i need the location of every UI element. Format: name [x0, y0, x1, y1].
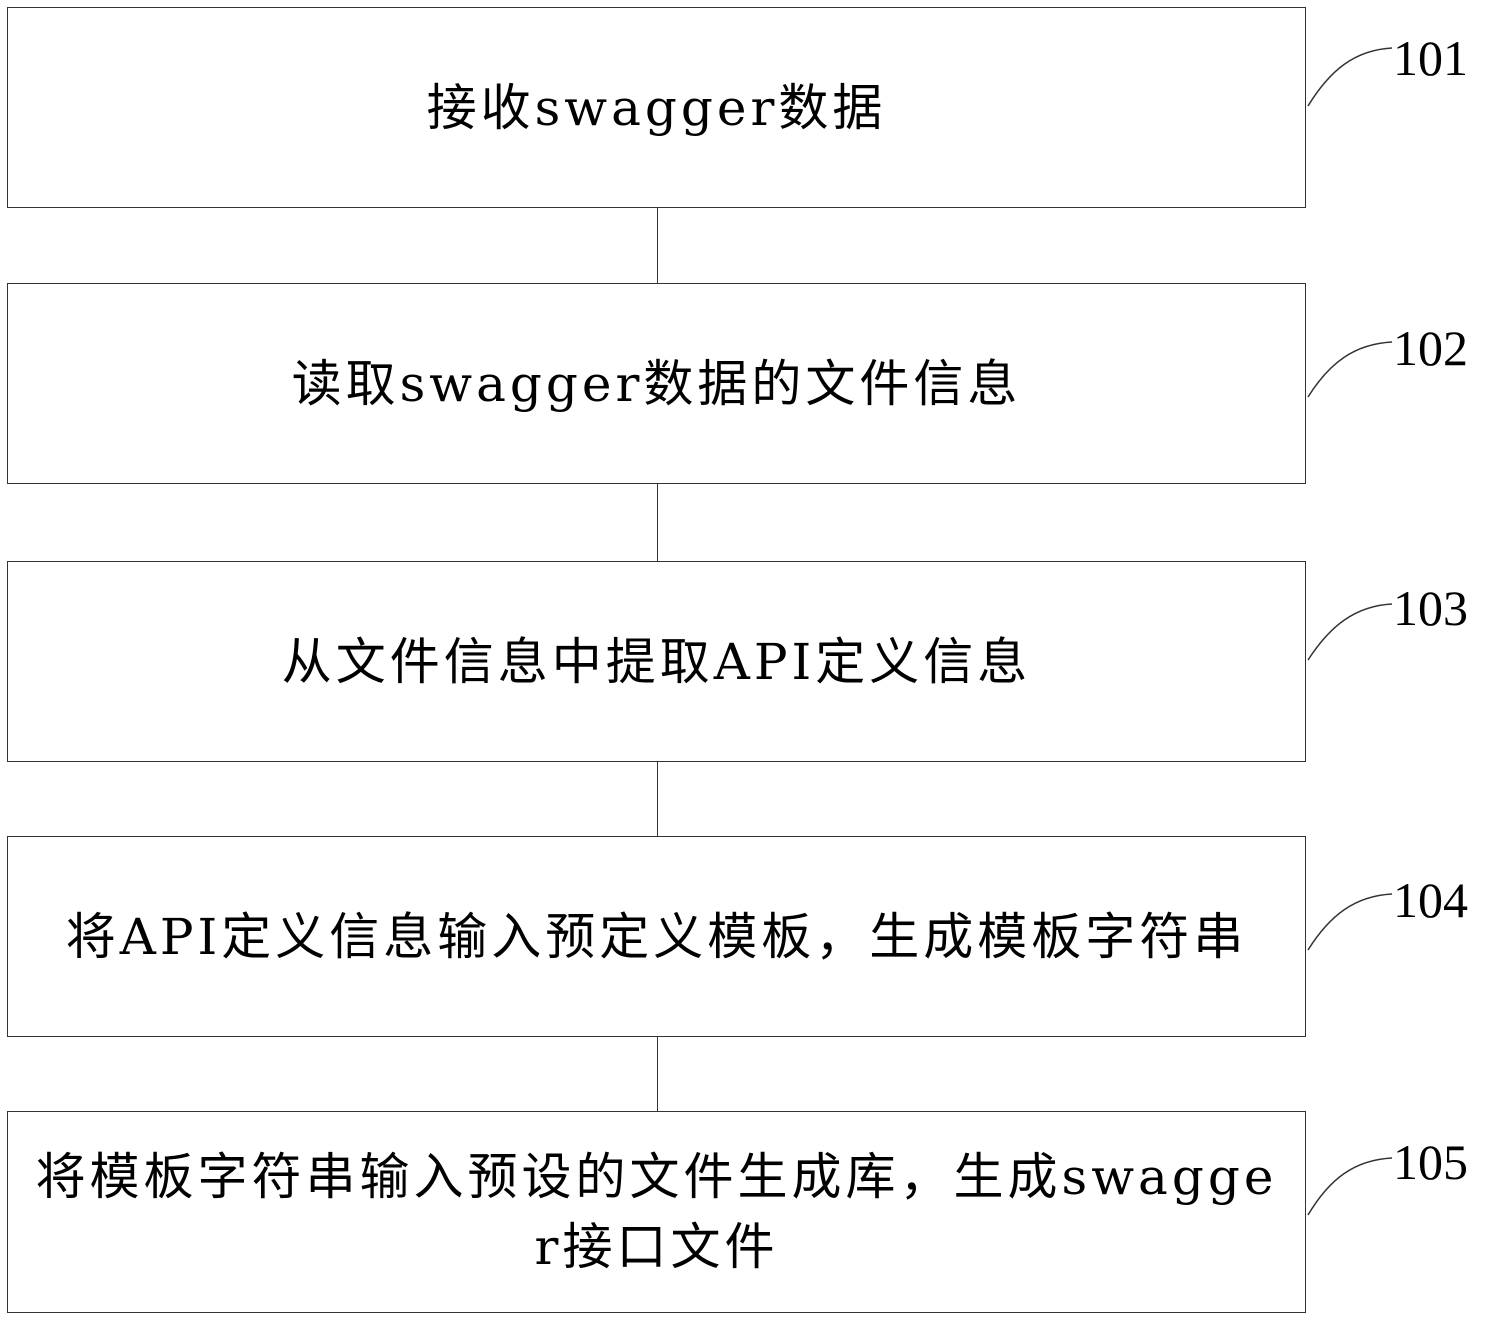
ref-label-101: 101	[1393, 30, 1468, 86]
ref-label-104: 104	[1393, 872, 1468, 928]
step-text-105: 将模板字符串输入预设的文件生成库，生成swagger接口文件	[35, 1148, 1278, 1276]
ref-label-105: 105	[1393, 1134, 1468, 1190]
leader-line-105	[1307, 1157, 1393, 1216]
step-text-103: 从文件信息中提取API定义信息	[281, 632, 1032, 691]
connector-103-104	[657, 762, 658, 836]
connector-104-105	[657, 1037, 658, 1111]
step-box-101: 接收swagger数据	[7, 7, 1306, 208]
leader-line-103	[1307, 603, 1393, 661]
step-box-103: 从文件信息中提取API定义信息	[7, 561, 1306, 762]
ref-label-102: 102	[1393, 320, 1468, 376]
step-box-102: 读取swagger数据的文件信息	[7, 283, 1306, 484]
connector-101-102	[657, 208, 658, 283]
leader-line-102	[1307, 341, 1393, 398]
step-text-101: 接收swagger数据	[426, 78, 887, 137]
ref-label-103: 103	[1393, 580, 1468, 636]
step-box-104: 将API定义信息输入预定义模板，生成模板字符串	[7, 836, 1306, 1037]
leader-line-101	[1307, 47, 1393, 107]
step-text-104: 将API定义信息输入预定义模板，生成模板字符串	[65, 907, 1248, 966]
step-text-102: 读取swagger数据的文件信息	[291, 354, 1022, 413]
step-box-105: 将模板字符串输入预设的文件生成库，生成swagger接口文件	[7, 1111, 1306, 1313]
leader-line-104	[1307, 893, 1393, 951]
connector-102-103	[657, 484, 658, 561]
